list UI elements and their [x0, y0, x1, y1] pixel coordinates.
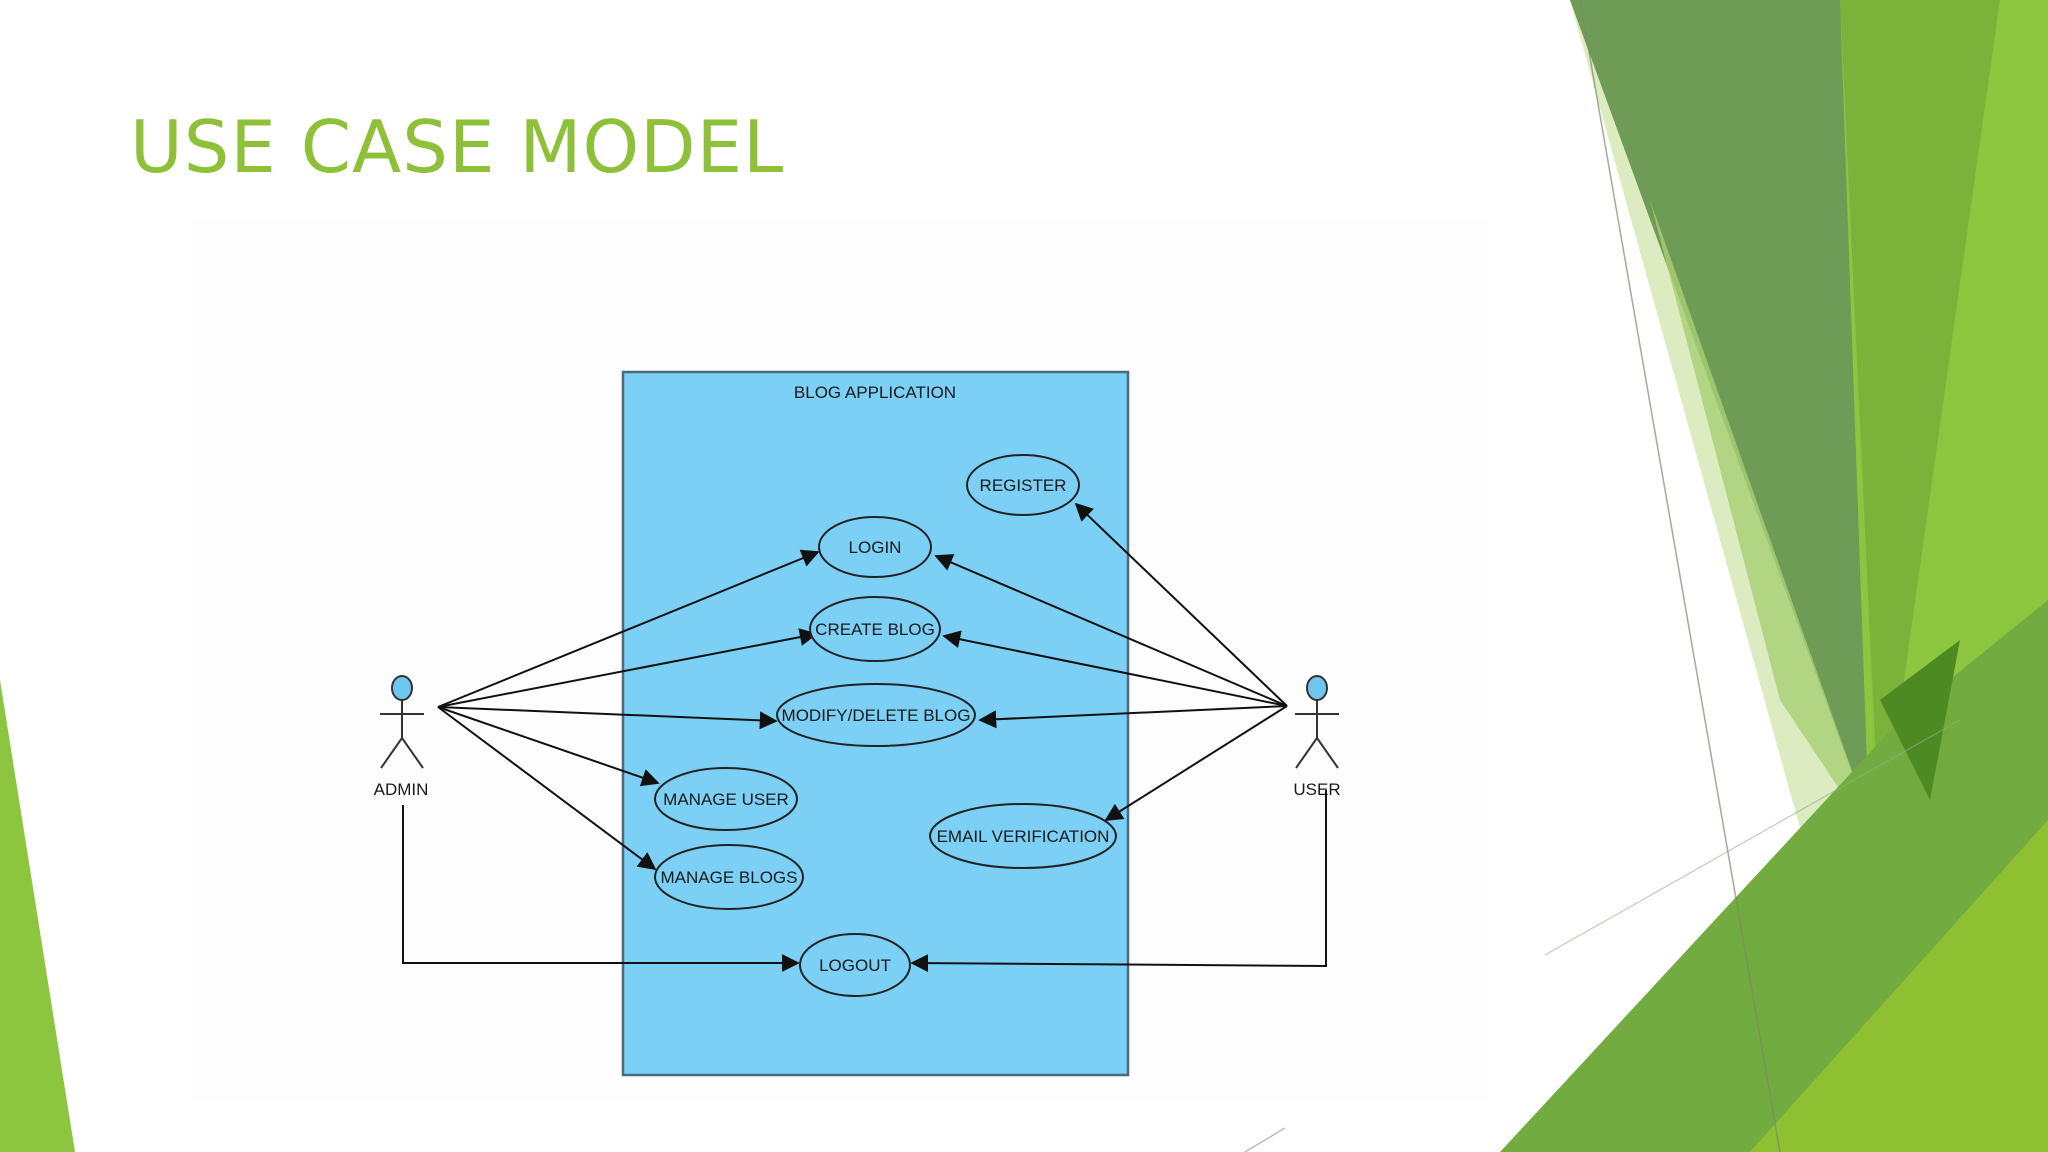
thin-bottom-line: [1244, 1127, 1286, 1152]
use-case-email-verification: EMAIL VERIFICATION: [929, 803, 1117, 869]
use-case-login: LOGIN: [818, 516, 932, 578]
user-modify-blog-arrow: [978, 705, 1288, 729]
accent-dark-shard: [1880, 640, 1960, 800]
left-green-shard: [0, 680, 75, 1152]
use-case-manage-blogs: MANAGE BLOGS: [654, 844, 804, 910]
create-blog-label: CREATE BLOG: [815, 620, 935, 639]
admin-manage-blogs-arrow: [437, 706, 657, 871]
user-left-leg: [1295, 737, 1318, 769]
use-case-manage-user: MANAGE USER: [654, 767, 798, 831]
pale-green-shard: [1650, 200, 1880, 850]
mid-green-shard: [1840, 0, 2000, 850]
user-head-icon: [1306, 675, 1328, 701]
lower-bright-shard: [1750, 820, 2048, 1152]
modify-delete-blog-label: MODIFY/DELETE BLOG: [782, 706, 971, 725]
admin-left-leg: [380, 737, 403, 769]
user-logout-arrow: [910, 790, 1327, 973]
admin-login-arrow: [437, 549, 820, 708]
manage-user-label: MANAGE USER: [663, 790, 789, 809]
logout-label: LOGOUT: [819, 956, 891, 975]
thin-cross-line: [1544, 719, 1961, 956]
slide-title: USE CASE MODEL: [130, 105, 785, 189]
login-label: LOGIN: [849, 538, 902, 557]
admin-manage-user-arrow: [437, 706, 660, 787]
admin-label: ADMIN: [374, 780, 429, 799]
admin-actor: ADMIN: [374, 675, 429, 799]
use-case-create-blog: CREATE BLOG: [809, 596, 941, 662]
admin-right-leg: [401, 737, 424, 769]
admin-create-blog-arrow: [437, 628, 818, 708]
email-verification-label: EMAIL VERIFICATION: [937, 827, 1110, 846]
use-case-modify-delete-blog: MODIFY/DELETE BLOG: [776, 683, 976, 747]
use-case-register: REGISTER: [966, 454, 1080, 516]
thin-diagonal-line: [1579, 0, 1781, 1152]
user-register-arrow: [1074, 502, 1288, 707]
admin-modify-blog-arrow: [437, 706, 778, 730]
register-label: REGISTER: [980, 476, 1067, 495]
admin-head-icon: [391, 675, 413, 701]
admin-logout-arrow: [402, 805, 800, 972]
user-right-leg: [1316, 737, 1339, 769]
user-login-arrow: [934, 554, 1288, 707]
user-email-verification-arrow: [1104, 705, 1288, 821]
use-case-logout: LOGOUT: [799, 933, 911, 997]
user-create-blog-arrow: [942, 630, 1288, 707]
user-actor: USER: [1293, 675, 1341, 799]
associations: [402, 502, 1327, 973]
manage-blogs-label: MANAGE BLOGS: [661, 868, 798, 887]
system-label: BLOG APPLICATION: [794, 383, 956, 402]
user-label: USER: [1293, 780, 1340, 799]
